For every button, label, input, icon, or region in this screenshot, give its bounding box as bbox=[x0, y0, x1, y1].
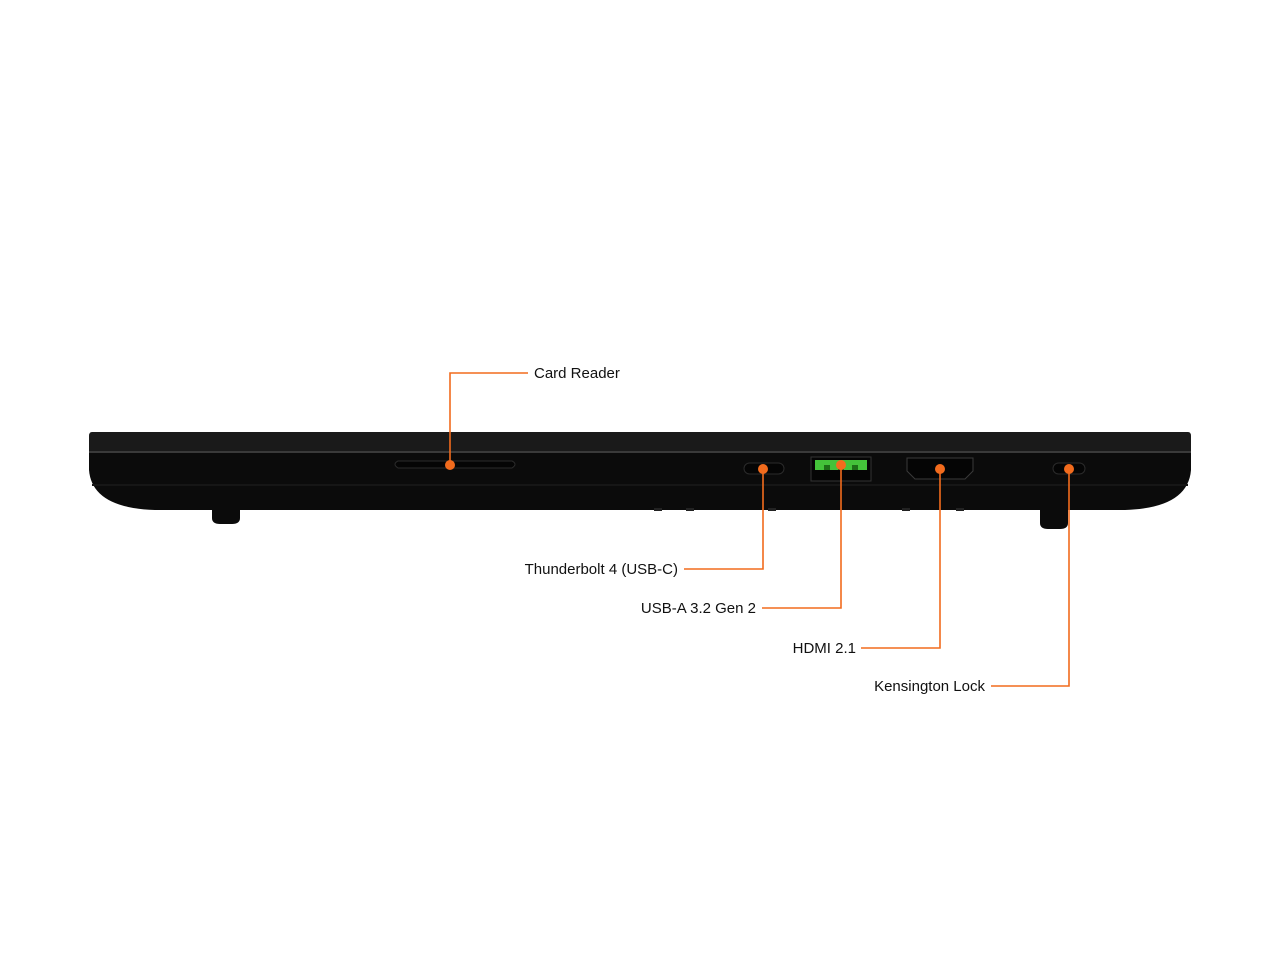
callout-dots bbox=[445, 460, 1074, 474]
kensington-dot bbox=[1064, 464, 1074, 474]
base-lower-band bbox=[92, 484, 1188, 486]
bottom-vent bbox=[956, 508, 964, 511]
laptop-chassis bbox=[89, 432, 1191, 529]
callout-lines bbox=[449, 372, 1070, 687]
card-reader-dot bbox=[445, 460, 455, 470]
bottom-vent bbox=[768, 508, 776, 511]
card-reader-slot bbox=[394, 460, 516, 469]
card-reader-label: Card Reader bbox=[534, 365, 620, 382]
usb-a-leader-line bbox=[762, 465, 842, 609]
thunderbolt-dot bbox=[758, 464, 768, 474]
hdmi-label: HDMI 2.1 bbox=[793, 640, 856, 657]
usb-a-dot bbox=[836, 460, 846, 470]
callout-labels: Card Reader Thunderbolt 4 (USB-C) USB-A … bbox=[525, 365, 986, 695]
card-reader-leader-line bbox=[449, 372, 528, 465]
usb-a-label: USB-A 3.2 Gen 2 bbox=[641, 600, 756, 617]
laptop-base bbox=[89, 453, 1191, 510]
thunderbolt-leader-line bbox=[684, 469, 764, 570]
bottom-vent bbox=[654, 508, 662, 511]
laptop-lid bbox=[89, 432, 1191, 452]
hdmi-leader-line bbox=[861, 469, 941, 649]
right-foot bbox=[1040, 509, 1068, 529]
kensington-leader-line bbox=[991, 469, 1070, 687]
hdmi-dot bbox=[935, 464, 945, 474]
bottom-vent bbox=[902, 508, 910, 511]
thunderbolt-label: Thunderbolt 4 (USB-C) bbox=[525, 561, 678, 578]
usb-a-pin bbox=[852, 465, 858, 470]
left-foot bbox=[212, 509, 240, 524]
usb-a-pin bbox=[824, 465, 830, 470]
kensington-label: Kensington Lock bbox=[874, 678, 985, 695]
lid-seam bbox=[89, 451, 1191, 453]
bottom-vent bbox=[686, 508, 694, 511]
